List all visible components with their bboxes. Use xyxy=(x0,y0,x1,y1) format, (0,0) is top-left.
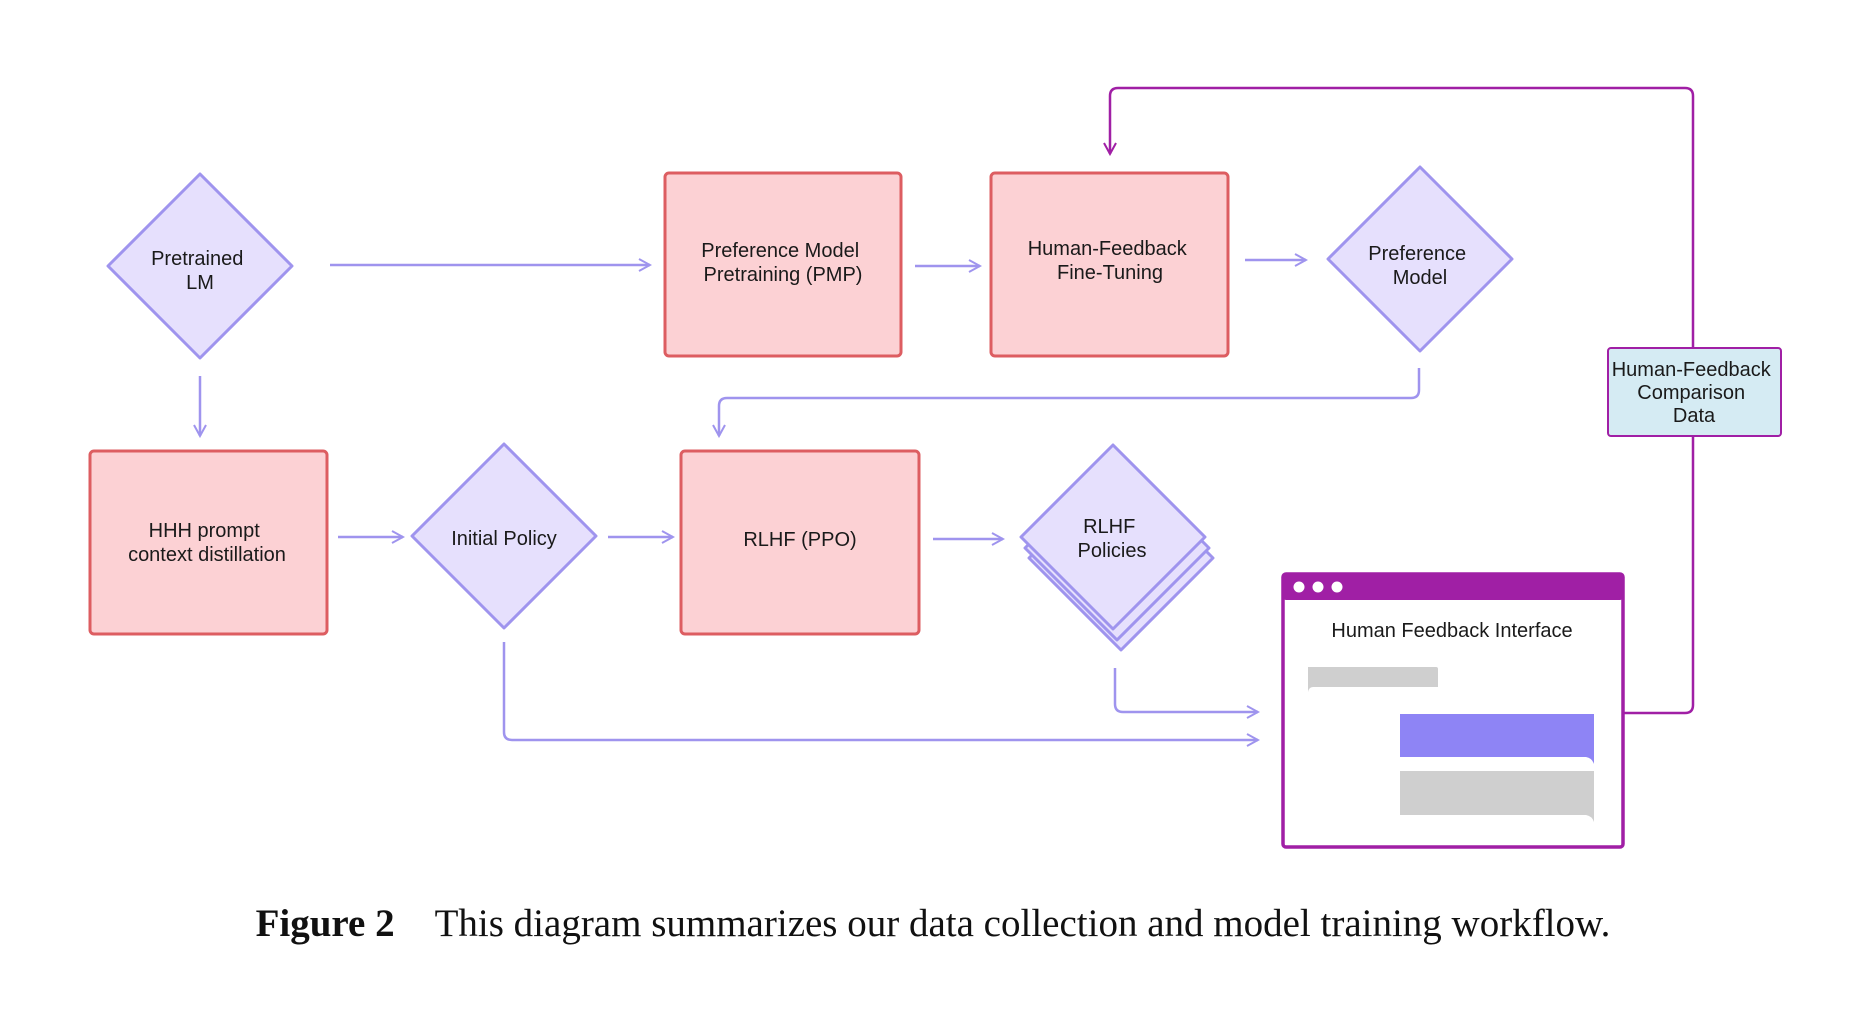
window-dot-3-icon xyxy=(1331,581,1343,593)
rlhf-ppo-label: RLHF (PPO) xyxy=(743,529,856,551)
preference-model-line-2: Model xyxy=(1393,267,1447,289)
hf-finetuning-box xyxy=(989,171,1230,358)
window-dot-1-icon xyxy=(1293,581,1305,593)
node-initial-policy: Initial Policy xyxy=(410,442,598,630)
initial-policy-diamond xyxy=(410,442,598,630)
interface-title: Human Feedback Interface xyxy=(1331,620,1572,642)
connectors xyxy=(200,260,1421,740)
pmp-line-2: Pretraining (PMP) xyxy=(704,264,863,286)
hf-comparison-data-line-2: Comparison xyxy=(1637,382,1745,404)
initial-policy-label: Initial Policy xyxy=(451,528,557,550)
human-feedback-interface-window: Human Feedback Interface xyxy=(1281,572,1625,849)
node-pretrained-lm: Pretrained LM xyxy=(106,172,294,360)
rlhf-ppo-line-1: RLHF (PPO) xyxy=(743,529,856,551)
window-dot-2-icon xyxy=(1312,581,1324,593)
arrow-initial-to-interface xyxy=(502,642,1258,740)
pmp-line-1: Preference Model xyxy=(701,240,859,262)
node-hf-comparison-data: Human-Feedback Comparison Data xyxy=(1607,347,1782,437)
chat-bubble-purple xyxy=(1400,714,1594,764)
node-preference-model: Preference Model xyxy=(1326,165,1514,353)
hf-comparison-data-line-3: Data xyxy=(1673,405,1716,427)
arrow-policies-to-interface xyxy=(1113,668,1258,712)
preference-model-line-1: Preference xyxy=(1368,243,1466,265)
rlhf-policies-line-2: Policies xyxy=(1078,540,1147,562)
hf-comparison-data-line-1: Human-Feedback xyxy=(1612,359,1772,381)
hf-comparison-data-box xyxy=(1607,347,1782,437)
rlhf-policies-diamond-front xyxy=(1019,443,1207,631)
node-rlhf-policies: RLHF Policies xyxy=(1019,443,1215,652)
pretrained-lm-line-2: LM xyxy=(186,272,214,294)
hf-comparison-data-label: Human-Feedback Comparison Data xyxy=(1612,359,1777,427)
interface-title-bar xyxy=(1283,574,1623,600)
initial-policy-line-1: Initial Policy xyxy=(451,528,557,550)
arrow-pm-to-rlhf xyxy=(719,368,1421,436)
pmp-label: Preference Model Pretraining (PMP) xyxy=(701,240,864,286)
pretrained-lm-label: Pretrained LM xyxy=(151,248,249,294)
hhh-distillation-box xyxy=(88,449,329,636)
pretrained-lm-diamond xyxy=(106,172,294,360)
figure-label: Figure 2 xyxy=(256,902,395,945)
feedback-line-up xyxy=(1618,437,1695,715)
hf-finetuning-label: Human-Feedback Fine-Tuning xyxy=(1028,238,1193,284)
node-rlhf-ppo: RLHF (PPO) xyxy=(679,449,921,636)
figure-caption-text: This diagram summarizes our data collect… xyxy=(435,902,1611,945)
rlhf-policies-line-1: RLHF xyxy=(1083,516,1135,538)
hf-finetuning-line-2: Fine-Tuning xyxy=(1057,262,1163,284)
node-hhh-distillation: HHH prompt context distillation xyxy=(88,449,329,636)
hhh-distillation-line-1: HHH prompt xyxy=(149,520,261,542)
figure-caption: Figure 2 This diagram summarizes our data… xyxy=(256,902,1611,945)
preference-model-label: Preference Model xyxy=(1368,243,1471,289)
pmp-box xyxy=(663,171,903,358)
pretrained-lm-line-1: Pretrained xyxy=(151,248,243,270)
rlhf-policies-label: RLHF Policies xyxy=(1078,516,1147,562)
chat-bubble-gray-small xyxy=(1308,667,1438,692)
hhh-distillation-line-2: context distillation xyxy=(128,544,286,566)
hhh-distillation-label: HHH prompt context distillation xyxy=(128,520,286,566)
chat-bubble-gray-large xyxy=(1400,771,1594,822)
preference-model-diamond xyxy=(1326,165,1514,353)
node-pmp: Preference Model Pretraining (PMP) xyxy=(663,171,903,358)
hf-finetuning-line-1: Human-Feedback xyxy=(1028,238,1188,260)
feedback-line-to-finetuning xyxy=(1110,86,1695,348)
feedback-loop xyxy=(1110,86,1695,715)
rlhf-ppo-box xyxy=(679,449,921,636)
node-hf-finetuning: Human-Feedback Fine-Tuning xyxy=(989,171,1230,358)
